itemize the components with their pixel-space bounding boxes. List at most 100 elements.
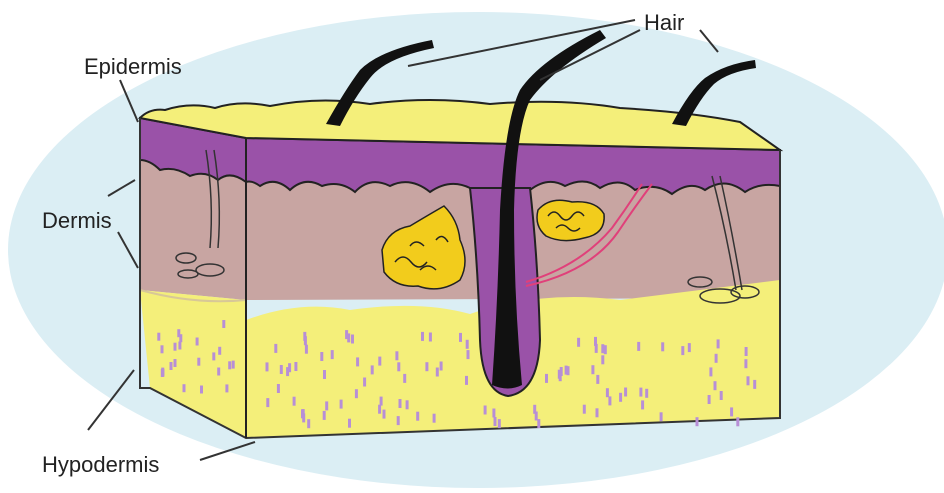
hypodermis-dot [348, 419, 351, 428]
hypodermis-dot [217, 368, 220, 376]
hypodermis-dot [736, 417, 739, 426]
hypodermis-dot [280, 365, 283, 374]
hypodermis-dot [196, 338, 199, 346]
hypodermis-dot [288, 363, 291, 372]
hypodermis-dot [696, 417, 699, 426]
hypodermis-dot [320, 352, 323, 361]
hypodermis-dot [492, 409, 495, 418]
hypodermis-dot [565, 366, 568, 375]
hypodermis-dot [608, 396, 611, 405]
hypodermis-dot [498, 419, 501, 428]
hypodermis-dot [639, 388, 642, 397]
hypodermis-dot [174, 359, 177, 367]
hypodermis-dot [537, 419, 540, 428]
hypodermis-dot [624, 388, 627, 397]
hypodermis-dot [174, 343, 177, 351]
hypodermis-dot [606, 388, 609, 397]
hypodermis-dot [323, 370, 326, 379]
hypodermis-dot [177, 329, 180, 337]
hypodermis-dot [688, 343, 691, 352]
hypodermis-dot [596, 408, 599, 417]
hypodermis-dot [601, 355, 604, 364]
hypodermis-dot [645, 389, 648, 398]
hypodermis-dot [660, 412, 663, 421]
hypodermis-dot [331, 350, 334, 359]
hypodermis-dot [535, 412, 538, 421]
label-epidermis: Epidermis [84, 54, 182, 79]
hypodermis-dot [225, 384, 228, 392]
sweat-gland-right [537, 200, 604, 240]
hypodermis-dot [436, 368, 439, 377]
hypodermis-dot [744, 359, 747, 368]
hypodermis-dot [266, 398, 269, 407]
hypodermis-dot [363, 378, 366, 387]
hypodermis-dot [371, 365, 374, 374]
hypodermis-dot [440, 362, 443, 371]
hypodermis-dot [222, 320, 225, 328]
hypodermis-dot [378, 357, 381, 366]
hypodermis-dot [406, 400, 409, 409]
hypodermis-dot [745, 347, 748, 356]
hypodermis-dot [380, 397, 383, 406]
hypodermis-dot [709, 367, 712, 376]
hypodermis-dot [577, 338, 580, 347]
hypodermis-dot [421, 332, 424, 341]
hypodermis-dot [293, 397, 296, 406]
hypodermis-dot [545, 374, 548, 383]
hypodermis-dot [351, 335, 354, 344]
hypodermis-dot [661, 342, 664, 351]
hypodermis-dot [583, 405, 586, 414]
hypodermis-dot [294, 362, 297, 371]
hypodermis-dot [596, 375, 599, 384]
label-dermis: Dermis [42, 208, 112, 233]
hypodermis-dot [433, 414, 436, 423]
hypodermis-dot [715, 354, 718, 363]
hypodermis-dot [305, 345, 308, 354]
hypodermis-dot [425, 362, 428, 371]
hypodermis-dot [559, 372, 562, 381]
hypodermis-dot [717, 339, 720, 348]
hypodermis-dot [591, 365, 594, 374]
hypodermis-dot [399, 399, 402, 408]
hypodermis-dot [232, 361, 235, 369]
hypodermis-dot [197, 358, 200, 366]
hypodermis-dot [595, 344, 598, 353]
hypodermis-dot [277, 384, 280, 393]
hypodermis-dot [307, 419, 310, 428]
hypodermis-dot [161, 345, 164, 353]
hypodermis-dot [681, 346, 684, 355]
hypodermis-dot [753, 380, 756, 389]
hypodermis-dot [355, 389, 358, 398]
hypodermis-dot [383, 410, 386, 419]
hypodermis-dot [465, 376, 468, 385]
label-hair: Hair [644, 10, 684, 35]
hypodermis-dot [459, 333, 462, 342]
hypodermis-dot [345, 330, 348, 339]
hypodermis-dot [416, 412, 419, 421]
hypodermis-dot [429, 333, 432, 342]
hypodermis-dot [466, 340, 469, 349]
hypodermis-dot [637, 342, 640, 351]
hypodermis-dot [161, 368, 164, 376]
hypodermis-dot [304, 336, 307, 345]
hypodermis-dot [467, 350, 470, 359]
hypodermis-dot [183, 384, 186, 392]
hypodermis-dot [747, 376, 750, 385]
hypodermis-dot [218, 347, 221, 355]
hypodermis-dot [356, 357, 359, 366]
hypodermis-dot [403, 374, 406, 383]
hypodermis-dot [170, 362, 173, 370]
hypodermis-dot [178, 342, 181, 350]
hypodermis-dot [720, 391, 723, 400]
hypodermis-dot [397, 362, 400, 371]
hypodermis-dot [266, 362, 269, 371]
hypodermis-dot [274, 344, 277, 353]
hypodermis-dot [730, 407, 733, 416]
hypodermis-dot [641, 400, 644, 409]
hypodermis-dot [157, 333, 160, 341]
hypodermis-dot [200, 386, 203, 394]
hypodermis-dot [397, 416, 400, 425]
hypodermis-dot [395, 351, 398, 360]
